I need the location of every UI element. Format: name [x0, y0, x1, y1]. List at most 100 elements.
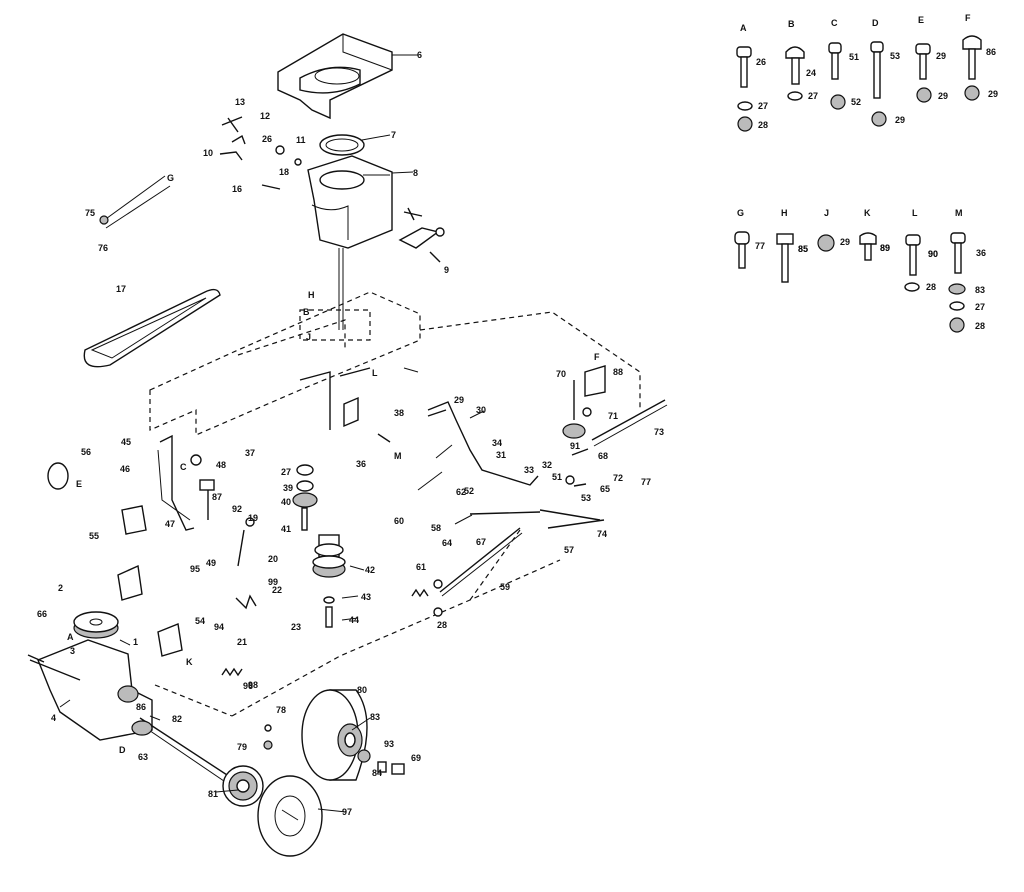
callout-49: 49: [206, 558, 216, 568]
callout-22: 22: [272, 585, 282, 595]
hw-j-nut: 29: [817, 234, 850, 252]
hw-letter-g: G: [737, 208, 744, 218]
callout-labels: 1 2 3 4 6 7 8 9 10 11 12 13 16 17 18 19 …: [37, 50, 938, 817]
leader-lines: [59, 174, 485, 813]
callout-80: 80: [357, 685, 367, 695]
callout-41: 41: [281, 524, 291, 534]
hw-letter-e: E: [918, 15, 924, 25]
hw-c-bolt: 51 52: [828, 42, 861, 110]
callout-83: 83: [370, 712, 380, 722]
callout-20: 20: [268, 554, 278, 564]
hw-e-part-1: 29: [936, 51, 946, 61]
marker-d: D: [119, 745, 126, 755]
marker-c: C: [180, 462, 187, 472]
callout-31: 31: [496, 450, 506, 460]
drive-linkages: [47, 365, 668, 677]
callout-97: 97: [342, 807, 352, 817]
callout-28: 28: [437, 620, 447, 630]
callout-52: 52: [464, 486, 474, 496]
callout-81: 81: [208, 789, 218, 799]
callout-10: 10: [203, 148, 213, 158]
callout-60: 60: [394, 516, 404, 526]
marker-m: M: [394, 451, 402, 461]
hw-b-part-2: 27: [808, 91, 818, 101]
callout-4: 4: [51, 713, 56, 723]
marker-h: H: [308, 290, 315, 300]
hw-f-bolt: 86 29: [962, 35, 998, 101]
marker-b: B: [303, 307, 310, 317]
callout-99: 99: [268, 577, 278, 587]
callout-12: 12: [260, 111, 270, 121]
callout-67: 67: [476, 537, 486, 547]
callout-19: 19: [248, 513, 258, 523]
hw-a-part-3: 28: [758, 120, 768, 130]
callout-70: 70: [556, 369, 566, 379]
callout-48: 48: [216, 460, 226, 470]
callout-65: 65: [600, 484, 610, 494]
callout-39: 39: [283, 483, 293, 493]
callout-23: 23: [291, 622, 301, 632]
hw-letter-j: J: [824, 208, 829, 218]
marker-e: E: [76, 479, 82, 489]
callout-57: 57: [564, 545, 574, 555]
hw-l-part-1: 90: [928, 249, 938, 259]
hw-d-part-2: 29: [895, 115, 905, 125]
hw-b-part-1: 24: [806, 68, 816, 78]
callout-32: 32: [542, 460, 552, 470]
callout-75: 75: [85, 208, 95, 218]
hw-e-part-2: 29: [938, 91, 948, 101]
callout-51: 51: [552, 472, 562, 482]
callout-8: 8: [413, 168, 418, 178]
callout-76: 76: [98, 243, 108, 253]
hardware-kit: A B C D E F 26 27 28 24 27 51: [734, 13, 998, 333]
callout-74: 74: [597, 529, 607, 539]
hw-a-part-1: 26: [756, 57, 766, 67]
callout-90: 90: [928, 249, 938, 259]
callout-84: 84: [372, 768, 382, 778]
callout-95: 95: [190, 564, 200, 574]
hw-g-part-1: 77: [755, 241, 765, 251]
marker-l: L: [372, 368, 378, 378]
hw-m-part-3: 27: [975, 302, 985, 312]
callout-3: 3: [70, 646, 75, 656]
callout-87: 87: [212, 492, 222, 502]
hw-e-bolt: 29 29: [915, 43, 948, 103]
callout-1: 1: [133, 637, 138, 647]
callout-47: 47: [165, 519, 175, 529]
callout-56: 56: [81, 447, 91, 457]
callout-69: 69: [411, 753, 421, 763]
marker-g: G: [167, 173, 174, 183]
hw-letter-d: D: [872, 18, 879, 28]
callout-40: 40: [281, 497, 291, 507]
callout-42: 42: [365, 565, 375, 575]
hw-letter-c: C: [831, 18, 838, 28]
callout-82: 82: [172, 714, 182, 724]
callout-6: 6: [417, 50, 422, 60]
callout-79: 79: [237, 742, 247, 752]
callout-44: 44: [349, 615, 359, 625]
callout-9: 9: [444, 265, 449, 275]
callout-13: 13: [235, 97, 245, 107]
callout-59: 59: [500, 582, 510, 592]
callout-17: 17: [116, 284, 126, 294]
callout-55: 55: [89, 531, 99, 541]
hw-c-part-1: 51: [849, 52, 859, 62]
hw-l-part-2: 28: [926, 282, 936, 292]
callout-46: 46: [120, 464, 130, 474]
hw-f-part-1: 86: [986, 47, 996, 57]
callout-94: 94: [214, 622, 224, 632]
callout-53: 53: [581, 493, 591, 503]
callout-64: 64: [442, 538, 452, 548]
hw-a-bolt: 26 27 28: [736, 46, 768, 132]
hw-h-part-1: 85: [798, 244, 808, 254]
callout-92: 92: [232, 504, 242, 514]
callout-63: 63: [138, 752, 148, 762]
callout-71: 71: [608, 411, 618, 421]
marker-a: A: [67, 632, 74, 642]
hw-f-part-2: 29: [988, 89, 998, 99]
callout-45: 45: [121, 437, 131, 447]
callout-2: 2: [58, 583, 63, 593]
callout-43: 43: [361, 592, 371, 602]
transaxle-and-wheels: [27, 611, 405, 857]
